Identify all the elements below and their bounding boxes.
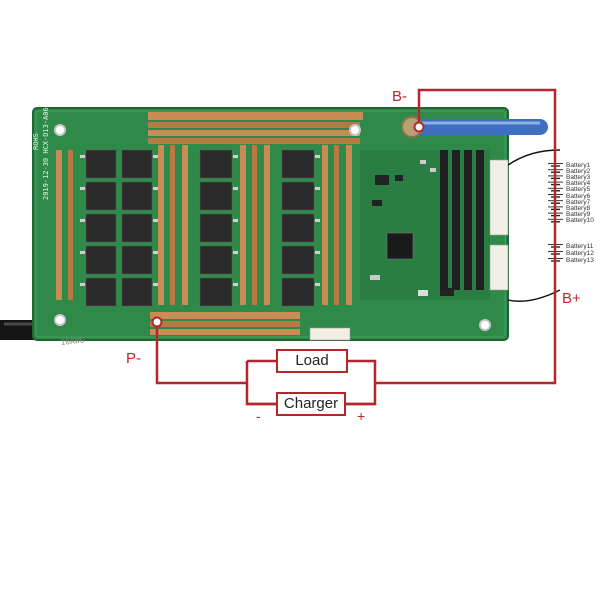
copper-busbars-bottom <box>150 312 300 335</box>
mosfet-array-left <box>85 149 153 307</box>
plus-polarity-label: + <box>357 408 366 424</box>
mosfet-pins <box>80 155 320 286</box>
mounting-holes <box>54 124 491 331</box>
p-minus-wire <box>155 322 247 385</box>
bottom-connector <box>309 327 351 341</box>
mosfet-array-middle <box>199 149 233 307</box>
battery-label: Battery4 <box>566 180 591 188</box>
battery-label: Battery5 <box>566 186 591 194</box>
b-minus-label: B- <box>392 88 407 105</box>
b-plus-wire <box>375 88 557 385</box>
battery-label: Battery10 <box>566 217 594 225</box>
b-minus-terminal-dot <box>413 121 425 133</box>
rohs-silkscreen: ROHS <box>32 133 40 150</box>
battery-label: Battery9 <box>566 211 591 219</box>
copper-busbars-top <box>148 112 363 144</box>
mosfet-array-right <box>281 149 315 307</box>
balance-resistor-columns <box>440 150 484 290</box>
p-minus-label: P- <box>126 350 141 367</box>
copper-strips-vertical <box>56 145 352 305</box>
pcb-board <box>32 107 509 341</box>
battery-label: Battery3 <box>566 173 591 181</box>
date-silkscreen: 2019-12-30 HCX-D13-A06 <box>42 107 50 200</box>
minus-polarity-label: - <box>256 408 261 424</box>
battery-label: Battery13 <box>566 256 594 264</box>
balance-connectors <box>489 159 509 291</box>
battery-label: Battery12 <box>566 249 594 257</box>
battery-label: Battery6 <box>566 192 591 200</box>
battery-label: Battery11 <box>566 242 594 250</box>
b-plus-label: B+ <box>562 290 581 307</box>
p-minus-terminal-dot <box>151 316 163 328</box>
battery-label: Battery2 <box>566 167 591 175</box>
battery-label: Battery7 <box>566 198 591 206</box>
load-box: Load <box>276 349 348 373</box>
charger-box: Charger <box>276 392 346 416</box>
red-wiring <box>155 88 557 406</box>
battery-label: Battery1 <box>566 161 591 169</box>
battery-label: Battery8 <box>566 204 591 212</box>
